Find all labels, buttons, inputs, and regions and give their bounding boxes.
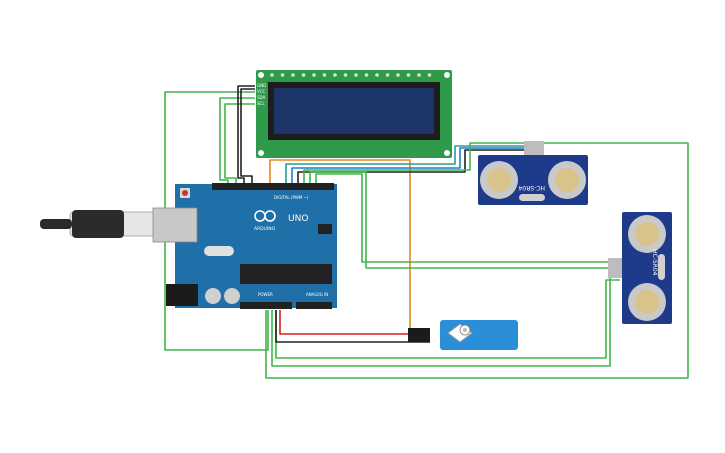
arduino-brand: ARDUINO xyxy=(254,226,276,232)
wire-black-servo xyxy=(275,310,430,343)
analog-label: ANALOG IN xyxy=(306,292,328,297)
lcd-pin-label: SCL xyxy=(257,101,265,106)
arduino-model: UNO xyxy=(288,214,308,224)
crystal xyxy=(204,246,234,256)
power-header xyxy=(240,302,292,309)
lcd-mount-hole xyxy=(258,72,264,78)
ultrasonic-sensor-top[interactable]: HC-SR04 xyxy=(478,141,588,205)
arduino-uno[interactable]: UNO ARDUINO DIGITAL (PWM ~) POWER ANALOG… xyxy=(40,183,337,309)
wire-green-scl xyxy=(224,103,255,186)
lcd-mount-hole xyxy=(444,72,450,78)
power-label: POWER xyxy=(258,292,273,297)
lcd-header-pin xyxy=(333,73,337,77)
lcd-header-pin xyxy=(322,73,327,77)
capacitor xyxy=(224,288,240,304)
arduino-board xyxy=(175,184,337,308)
transducer xyxy=(635,222,659,246)
wire-green-left-loop xyxy=(164,91,269,351)
power-jack xyxy=(166,284,198,306)
atmega-chip xyxy=(240,264,332,284)
transducer xyxy=(487,168,511,192)
ultrasonic-sensor-right[interactable]: HC-SR04 xyxy=(608,212,672,324)
lcd-pin-label: SDA xyxy=(257,95,266,100)
lcd-header-pin xyxy=(343,73,348,77)
wire-green-right-loop xyxy=(265,142,689,379)
lcd-header-pin xyxy=(375,73,379,77)
wire-red-servo xyxy=(279,310,430,335)
wire-green-sda xyxy=(219,97,255,186)
lcd-header-pin xyxy=(354,73,358,77)
lcd-pin-label: VCC xyxy=(257,89,266,94)
lcd-screen xyxy=(274,88,434,134)
transducer xyxy=(555,168,579,192)
lcd-header-pins xyxy=(270,73,432,77)
lcd-header-pin xyxy=(385,73,390,77)
lcd-header-pin xyxy=(364,73,369,77)
lcd-header-pin xyxy=(312,73,316,77)
lcd-header-pin xyxy=(301,73,306,77)
servo-shaft-center xyxy=(463,328,467,332)
icsp-header xyxy=(318,224,332,234)
wire-orange-servo xyxy=(269,159,411,335)
wire-blue-sensor xyxy=(291,147,534,186)
wire-green-rsensor1 xyxy=(309,171,620,269)
lcd-display[interactable]: GND VCC SDA SCL xyxy=(256,70,452,158)
transducer xyxy=(635,290,659,314)
lcd-header-pin xyxy=(417,73,421,77)
servo-connector xyxy=(408,328,430,342)
crystal xyxy=(519,194,545,201)
wire-teal-sensor xyxy=(285,145,528,186)
usb-cable xyxy=(40,219,72,229)
usb-plug-grip xyxy=(72,210,124,238)
usb-port xyxy=(152,207,198,243)
analog-header xyxy=(296,302,332,309)
lcd-pin-label: GND xyxy=(257,83,266,88)
lcd-header-pin xyxy=(396,73,400,77)
wire-green-rsensor2 xyxy=(315,173,620,263)
digital-label: DIGITAL (PWM ~) xyxy=(274,195,309,200)
lcd-mount-hole xyxy=(444,150,450,156)
wire-black-lcd2 xyxy=(240,88,255,186)
servo-motor[interactable] xyxy=(408,320,518,350)
capacitor xyxy=(205,288,221,304)
wire-black-sensor xyxy=(297,149,540,186)
sensor-model-label: HC-SR04 xyxy=(651,249,658,276)
lcd-header-pin xyxy=(406,73,411,77)
sensor-model-label: HC-SR04 xyxy=(518,184,545,191)
sensor-pins xyxy=(608,258,622,278)
lcd-header-pin xyxy=(270,73,274,77)
wire-black-lcd xyxy=(237,85,255,186)
arduino-logo-icon xyxy=(264,210,276,222)
lcd-header-pin xyxy=(291,73,295,77)
lcd-header-pin xyxy=(280,73,285,77)
reset-button-cap xyxy=(182,190,188,196)
lcd-header-pin xyxy=(427,73,432,77)
sensor-pins xyxy=(524,141,544,155)
crystal xyxy=(658,254,665,280)
digital-header xyxy=(212,183,334,190)
lcd-mount-hole xyxy=(258,150,264,156)
